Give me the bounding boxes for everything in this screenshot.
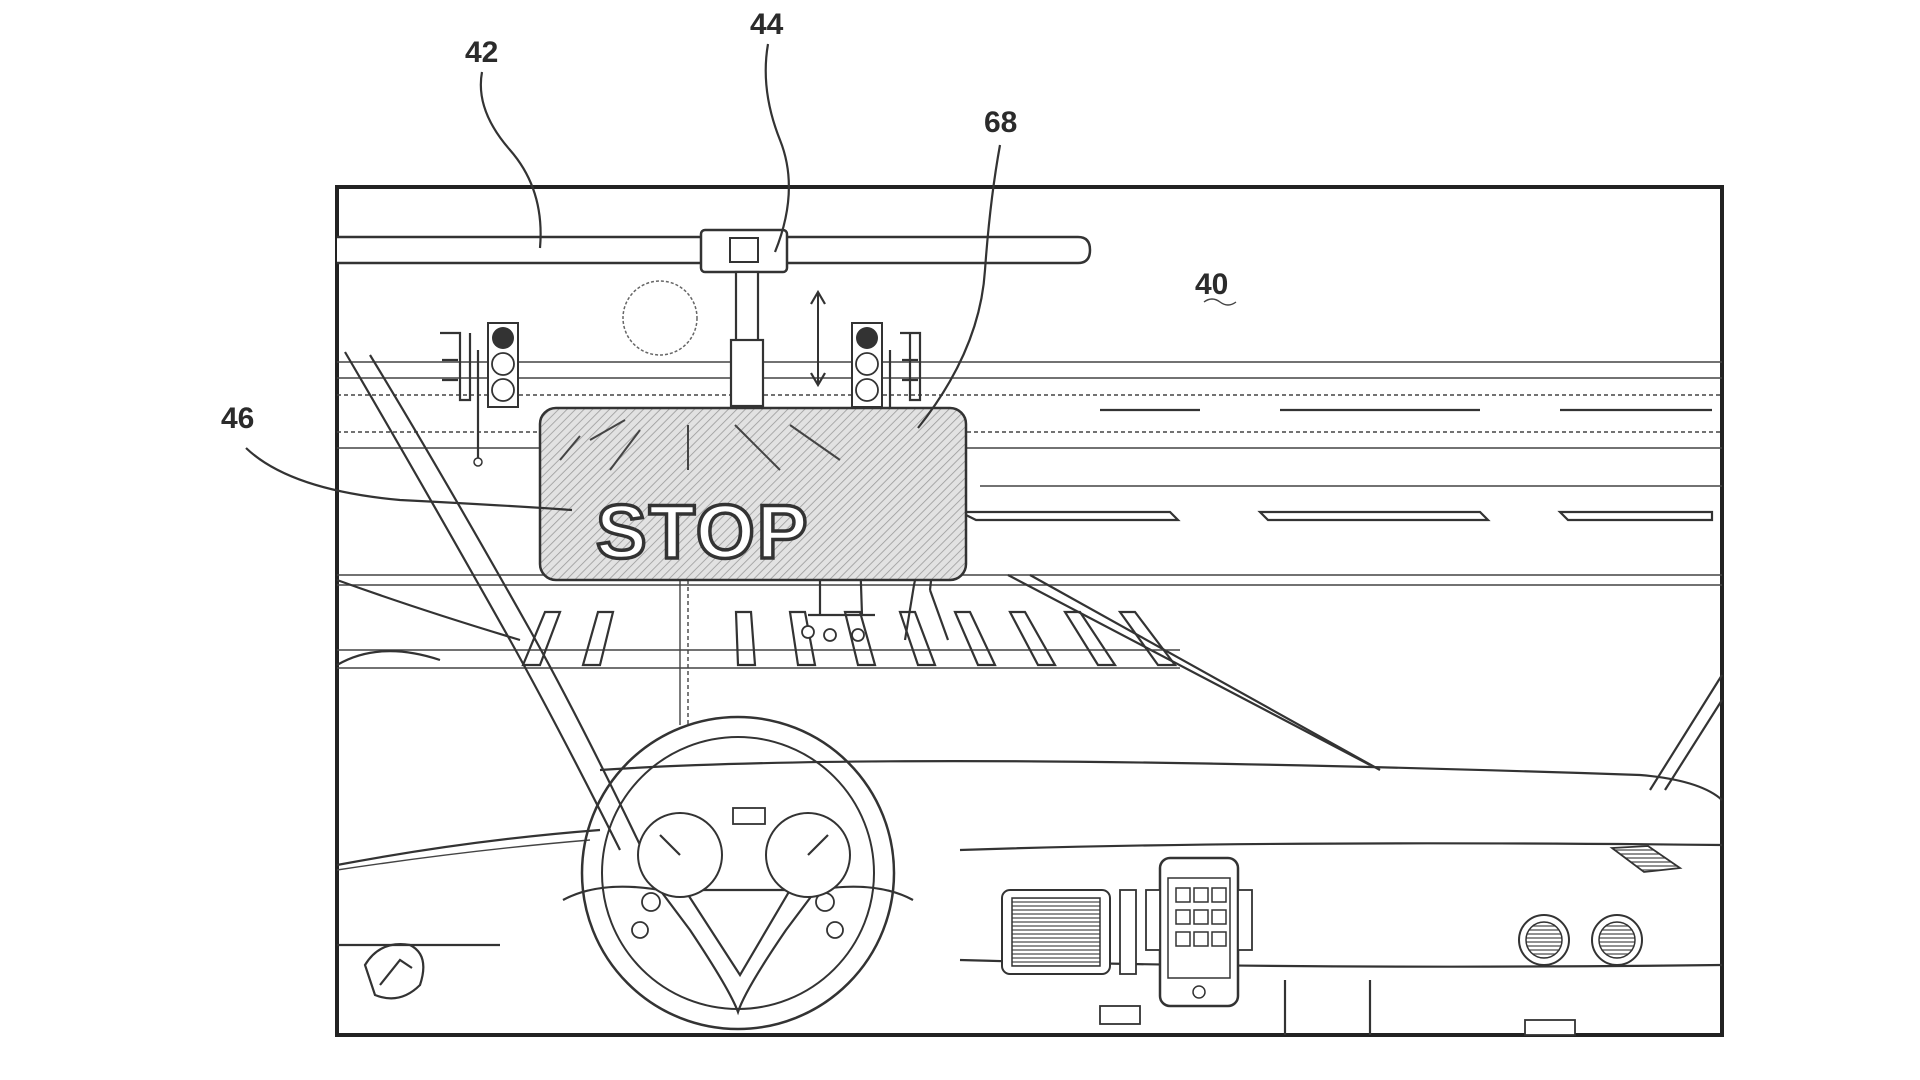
label-projector: 44 — [750, 8, 784, 41]
display-screen: STOP — [540, 408, 966, 580]
label-track: 42 — [465, 36, 498, 69]
mobile-phone — [1146, 858, 1252, 1006]
label-pedestrian: 68 — [984, 106, 1017, 139]
label-vehicle-interior: 40 — [1195, 268, 1228, 301]
label-display-screen: 46 — [221, 402, 254, 435]
display-stop-text: STOP — [596, 490, 810, 575]
sun — [623, 281, 697, 355]
